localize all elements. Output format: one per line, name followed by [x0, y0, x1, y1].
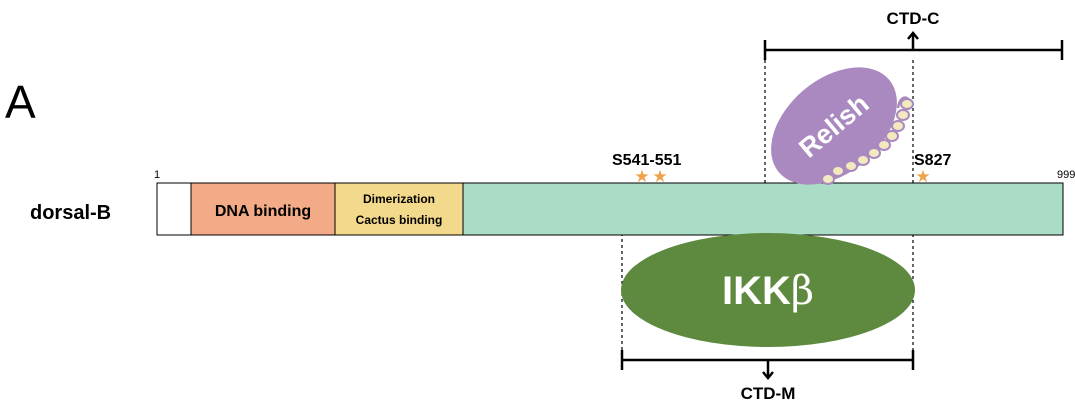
- panel-label: A: [5, 76, 36, 128]
- ctd-m-bracket: [620, 350, 915, 380]
- beta-symbol: β: [791, 268, 814, 314]
- dna-binding-label: DNA binding: [215, 203, 311, 220]
- n-terminal-segment: [156, 182, 192, 236]
- dna-binding-domain: [190, 182, 336, 236]
- protein-start-label: 1: [154, 169, 160, 181]
- site-s541-star-2: ★: [652, 167, 667, 186]
- dimerization-label: Dimerization: [363, 192, 435, 206]
- protein-end-label: 999: [1057, 169, 1075, 181]
- ikk-beta-kinase: [621, 233, 915, 347]
- site-s541-star-1: ★: [634, 167, 649, 186]
- protein-name: dorsal-B: [30, 202, 111, 224]
- ctd-c-bracket: [763, 31, 1064, 60]
- ctd-c-label: CTD-C: [887, 9, 940, 28]
- cactus-binding-label: Cactus binding: [356, 213, 443, 227]
- dimerization-domain: [334, 182, 464, 236]
- site-s827-label: S827: [914, 152, 951, 169]
- site-s541-551-label: S541-551: [612, 152, 681, 169]
- relish-ankyrin-repeats: [821, 98, 914, 185]
- c-terminal-domain: [462, 182, 1064, 236]
- site-s827-star: ★: [915, 167, 930, 186]
- ikk-beta-label: IKKβ: [722, 268, 814, 314]
- ctd-m-label: CTD-M: [741, 384, 796, 403]
- relish-protein: Relish: [771, 67, 914, 185]
